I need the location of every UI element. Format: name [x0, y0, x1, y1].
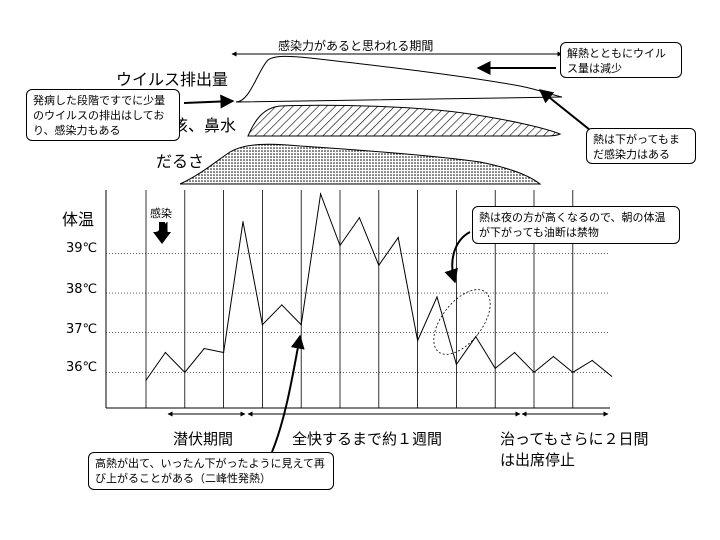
ytick-38: 38℃: [66, 282, 98, 297]
temperature-point: [281, 304, 283, 306]
temperature-point: [533, 371, 535, 373]
temperature-point: [436, 296, 438, 298]
infection-label: 感染: [150, 207, 172, 220]
infectious-period-label: 感染力があると思われる期間: [278, 39, 434, 53]
callout-night-fever: 熱は夜の方が高くなるので、朝の体温が下がっても油断は禁物: [472, 206, 680, 244]
temperature-point: [591, 359, 593, 362]
temperature-point: [203, 347, 205, 350]
fatigue-label: だるさ: [156, 152, 205, 171]
temperature-point: [145, 379, 147, 381]
night-fever-ellipse: [433, 289, 491, 355]
temperature-point: [320, 193, 322, 195]
temperature-point: [552, 355, 555, 358]
temperature-chart: [105, 190, 613, 409]
cough-band: [247, 104, 562, 137]
temperature-point: [514, 351, 516, 354]
virus-label: ウイルス排出量: [116, 70, 229, 89]
temperature-point: [358, 217, 360, 219]
callout-early-shedding: 発病した段階ですでに少量のウイルスの排出はしており、感染力もある: [26, 89, 180, 141]
temperature-points: [145, 193, 613, 381]
still-infectious-pointer: [538, 89, 591, 131]
temperature-point: [223, 351, 225, 354]
temperature-point: [242, 221, 244, 223]
temperature-point: [300, 324, 302, 326]
temperature-point: [494, 367, 496, 369]
temperature-point: [261, 324, 263, 326]
temperature-point: [572, 371, 574, 373]
temperature-point: [455, 363, 457, 365]
stay-home-label-2: は出席停止: [500, 451, 576, 469]
ytick-36: 36℃: [66, 360, 98, 375]
stay-home-label-1: 治ってもさらに２日間: [500, 430, 649, 448]
temperature-point: [397, 236, 399, 239]
temperature-point: [475, 336, 477, 338]
callout-still-infectious: 熱は下がってもまだ感染力はある: [586, 128, 696, 164]
temperature-point: [184, 371, 186, 373]
temperature-point: [611, 375, 613, 377]
temp-axis-label: 体温: [62, 210, 95, 229]
ytick-39: 39℃: [66, 241, 98, 256]
temperature-point: [164, 351, 166, 354]
cough-label: 咳、鼻水: [172, 116, 237, 135]
temperature-point: [417, 340, 419, 342]
temperature-point: [378, 264, 380, 266]
incubation-label: 潜伏期間: [173, 430, 234, 448]
callout-virus-decrease: 解熱とともにウイルス量は減少: [560, 42, 682, 78]
vertical-grid: [145, 190, 574, 408]
callout-biphasic: 高熱が出て、いったん下がったように見えて再び上がることがある（二峰性発熱）: [88, 452, 334, 490]
horizontal-grid: [106, 253, 610, 373]
temperature-point: [339, 244, 341, 247]
fatigue-band: [179, 143, 542, 185]
night-fever-pointer: [444, 231, 471, 284]
ytick-37: 37℃: [66, 322, 98, 337]
biphasic-pointer: [271, 334, 305, 453]
early-shedding-pointer: [183, 94, 235, 109]
virus-shedding-curve: [235, 55, 563, 103]
recovery-label: 全快するまで約１週間: [292, 430, 443, 448]
